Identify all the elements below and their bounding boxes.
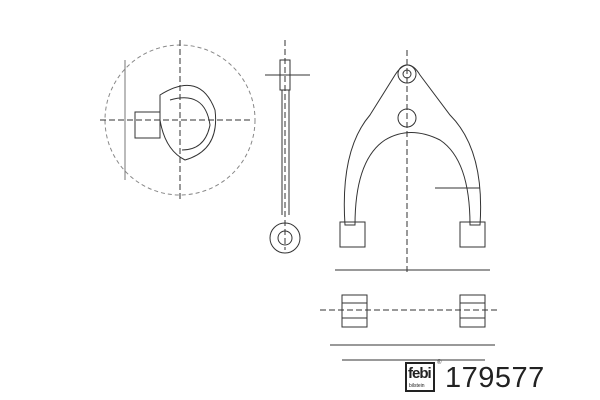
logo-subtext: bilstein	[409, 383, 425, 389]
logo-text: febi	[408, 365, 432, 382]
part-number: 179577	[445, 362, 545, 394]
control-arm-view	[335, 50, 490, 275]
registered-mark: ®	[437, 360, 442, 366]
bushing-section-view	[320, 294, 500, 361]
stabilizer-link-view	[265, 40, 310, 254]
febi-logo: febi bilstein	[405, 362, 435, 392]
knuckle-view	[100, 40, 256, 200]
